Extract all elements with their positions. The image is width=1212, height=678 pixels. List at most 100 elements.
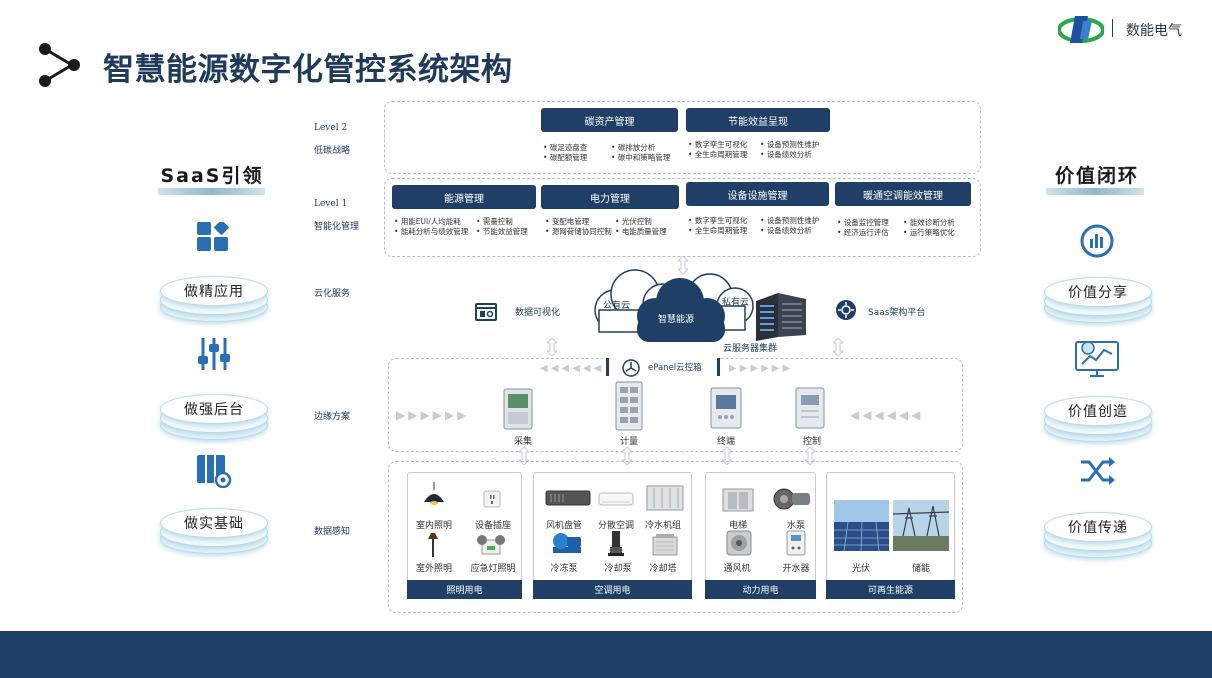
chevron-left-icon: ◀◀◀◀◀◀ [540, 363, 605, 374]
share-icon [36, 40, 84, 90]
level1-module-4-items: 设备监控管理 能效诊断分析 经济运行评估 运行策略优化 [837, 218, 971, 238]
level1-item: 需量控制 [476, 217, 536, 227]
data-visualization-label: 数据可视化 [515, 308, 561, 318]
page-title: 智慧能源数字化管控系统架构 [103, 52, 513, 88]
sensing-item-label: 冷却塔 [649, 564, 677, 574]
apps-icon [196, 220, 230, 256]
level1-module-3-items: 数字孪生可视化 设备预测性维护 全生命周期管理 设备绩效分析 [688, 216, 829, 236]
level1-item: 能耗分析与绩效管理 [394, 227, 476, 237]
fan-coil-icon [545, 489, 591, 507]
sensing-item-label: 风机盘管 [545, 521, 582, 531]
level2-item: 全生命周期管理 [688, 150, 760, 160]
level2-item: 碳排放分析 [611, 143, 679, 153]
left-heading-bar [158, 188, 265, 195]
level1-item: 能效诊断分析 [903, 218, 971, 228]
level1-module-2-items: 变配电管理 光伏控制 源网荷储协同控制 电能质量管理 [545, 217, 679, 237]
sensing-item-label: 冷却泵 [604, 564, 632, 574]
sensing-item-label: 室外照明 [415, 564, 452, 574]
right-pill-1: 价值分享 [1044, 277, 1152, 323]
level2-frame [384, 101, 981, 174]
cooling-pump-icon [608, 530, 624, 556]
sensing-item-label: 通风机 [723, 564, 751, 574]
public-cloud-label: 公有云 [603, 301, 631, 311]
edge-device-label: 采集 [513, 437, 532, 447]
saas-platform-icon [835, 299, 857, 321]
level1-name: 智能化管理 [314, 222, 360, 232]
sensing-item-label: 冷冻泵 [550, 564, 578, 574]
chevron-right-icon: ▶▶▶▶▶▶ [396, 408, 470, 422]
private-cloud-label: 私有云 [722, 298, 750, 308]
right-pill-3-label: 价值传递 [1044, 512, 1152, 542]
company-logo [1057, 13, 1105, 45]
level1-module-1-items: 用能EUI/人均能耗 需量控制 能耗分析与绩效管理 节能效益管理 [394, 217, 536, 237]
chevron-left-icon: ◀◀◀◀◀◀ [850, 408, 924, 422]
level1-item: 电能质量管理 [615, 227, 679, 237]
company-name: 数能电气 [1126, 23, 1182, 39]
level1-item: 光伏控制 [615, 217, 679, 227]
sliders-icon [197, 336, 231, 372]
level1-item: 数字孪生可视化 [688, 216, 760, 226]
double-arrow-icon [620, 446, 634, 466]
edge-layer-label: 边缘方案 [314, 412, 351, 422]
monitor-analytics-icon [1074, 336, 1120, 378]
level1-item: 用能EUI/人均能耗 [394, 217, 476, 227]
level2-item: 碳足迹盘查 [543, 143, 611, 153]
level2-item: 碳中和策略管理 [611, 153, 679, 163]
foundation-icon [196, 454, 232, 489]
sensing-category-footer: 动力用电 [705, 580, 816, 599]
level1-item: 设备绩效分析 [760, 226, 829, 236]
sense-layer-label: 数据感知 [314, 527, 351, 537]
solar-panel-image [834, 500, 889, 552]
socket-icon [483, 490, 501, 508]
sensing-item-label: 电梯 [728, 521, 747, 531]
level1-item: 经济运行评估 [837, 228, 903, 238]
sensing-category-footer: 空调用电 [533, 580, 692, 599]
epanel-label: ePanel云控箱 [648, 363, 702, 373]
energy-storage-image [892, 500, 950, 551]
level2-item: 设备绩效分析 [760, 150, 830, 160]
level1-item: 节能效益管理 [476, 227, 536, 237]
level1-item: 设备预测性维护 [760, 216, 829, 226]
double-arrow-icon [831, 337, 845, 357]
right-pill-3: 价值传递 [1044, 512, 1152, 558]
server-cluster-icon [752, 287, 810, 343]
edge-device-label: 计量 [619, 437, 638, 447]
level2-item: 设备预测性维护 [760, 140, 830, 150]
level2-item: 数字孪生可视化 [688, 140, 760, 150]
shuffle-icon [1079, 456, 1115, 486]
level2-module-2-items: 数字孪生可视化 设备预测性维护 全生命周期管理 设备绩效分析 [688, 140, 830, 160]
level1-tag: Level 1 [314, 199, 348, 209]
sensing-item-label: 设备插座 [474, 521, 511, 531]
level1-module-2-header: 电力管理 [541, 185, 679, 209]
sensing-item-label: 应急灯照明 [470, 564, 516, 574]
water-boiler-icon [786, 530, 806, 556]
chevron-right-icon: ▶▶▶▶▶▶ [729, 363, 794, 374]
sensing-category-footer: 照明用电 [407, 580, 522, 599]
split-ac-icon [598, 491, 634, 506]
left-pill-1: 做精应用 [160, 276, 268, 322]
double-arrow-icon [676, 255, 690, 275]
left-pill-3-label: 做实基础 [160, 508, 268, 538]
double-arrow-icon [545, 337, 559, 357]
edge-device-label: 终端 [716, 437, 735, 447]
level2-module-1-items: 碳足迹盘查 碳排放分析 碳配额管理 碳中和策略管理 [543, 143, 679, 163]
sensing-item-label: 开水器 [782, 564, 810, 574]
edge-device-label: 控制 [802, 437, 821, 447]
sensing-item-label: 光伏 [851, 564, 870, 574]
double-arrow-icon [720, 446, 734, 466]
level1-item: 源网荷储协同控制 [545, 227, 615, 237]
level1-module-3-header: 设备设施管理 [686, 182, 829, 206]
footer-bar [0, 631, 1212, 678]
level1-item: 运行策略优化 [903, 228, 971, 238]
right-column-heading: 价值闭环 [1054, 165, 1139, 187]
left-pill-3: 做实基础 [160, 508, 268, 554]
server-cluster-label: 云服务器集群 [723, 344, 778, 354]
epanel-icon [622, 359, 640, 377]
left-pill-2: 做强后台 [160, 394, 268, 440]
cloud-icon [585, 266, 775, 346]
bar-chart-icon [1079, 223, 1115, 259]
level2-item: 碳配额管理 [543, 153, 611, 163]
pendant-lamp-icon [422, 482, 446, 508]
control-cabinet-icon [795, 387, 825, 429]
sensing-item-label: 冷水机组 [644, 521, 681, 531]
